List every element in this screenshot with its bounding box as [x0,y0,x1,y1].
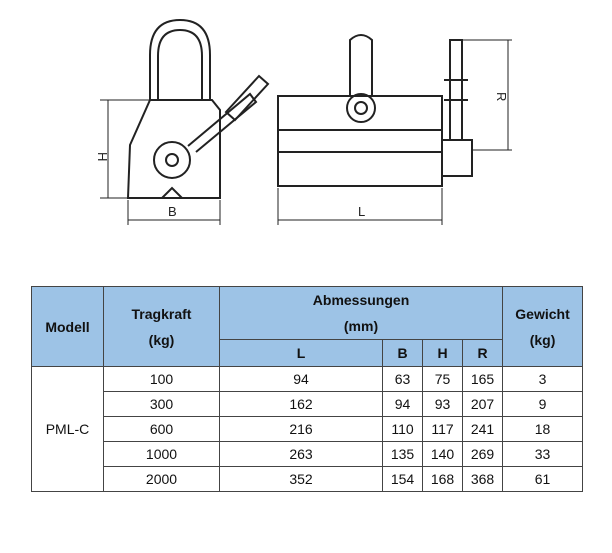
header-sub-H: H [422,339,463,367]
cell-H: 168 [422,466,463,492]
cell-R: 269 [461,441,504,467]
model-name: PML-C [31,366,104,492]
spec-table: Modell Tragkraft (kg) Abmessungen (mm) G… [31,286,584,492]
pivot-inner [165,153,179,167]
table-row: 1000 263 135 140 269 33 [32,441,584,467]
header-tragkraft: Tragkraft (kg) [103,286,220,367]
dim-label-H: H [95,152,110,161]
cell-B: 94 [382,391,423,417]
table-row: 300 162 94 93 207 9 [32,391,584,417]
cell-gewicht: 9 [502,391,584,417]
cell-tragkraft: 600 [103,416,220,442]
side-body [126,99,221,199]
cell-L: 216 [219,416,383,442]
cell-H: 75 [422,366,463,392]
header-abmessungen-unit: (mm) [343,318,379,334]
handle-grip [224,74,270,122]
table-row: 2000 352 154 168 368 61 [32,466,584,492]
front-body [277,95,443,187]
header-sub-B: B [382,339,423,367]
cell-L: 352 [219,466,383,492]
shackle [149,18,211,100]
cell-R: 165 [461,366,504,392]
side-dims [100,99,221,225]
table-row: PML-C 100 94 63 75 165 3 [31,366,584,492]
dim-label-B: B [168,204,177,219]
header-sub-R: R [461,339,504,367]
base-notch [161,186,183,199]
shackle-inner [157,28,203,100]
header-gewicht-label: Gewicht [515,305,570,322]
cell-B: 154 [382,466,423,492]
table-row: 600 216 110 117 241 18 [32,416,584,442]
cell-tragkraft: 2000 [103,466,220,492]
cell-L: 94 [219,366,383,392]
dim-label-L: L [358,204,365,219]
cell-H: 140 [422,441,463,467]
pivot-outer [153,141,191,179]
header-abmessungen-label: Abmessungen [312,292,410,308]
cell-tragkraft: 1000 [103,441,220,467]
header-gewicht: Gewicht (kg) [502,286,584,367]
dim-label-R: R [494,92,509,101]
front-handle [449,39,463,140]
front-view [277,34,473,187]
front-eye [349,34,373,97]
cell-gewicht: 33 [502,441,584,467]
cell-tragkraft: 100 [103,366,220,392]
header-abmessungen: Abmessungen (mm) [218,286,504,340]
cell-gewicht: 3 [502,366,584,392]
cell-B: 63 [382,366,423,392]
handle-arm [187,92,258,153]
cell-R: 207 [461,391,504,417]
front-lever [441,139,473,177]
header-tragkraft-unit: (kg) [148,331,175,348]
front-dims [277,39,512,225]
cell-B: 110 [382,416,423,442]
cell-B: 135 [382,441,423,467]
header-tragkraft-label: Tragkraft [131,305,192,322]
cell-H: 117 [422,416,463,442]
header-sub-L: L [219,339,383,367]
cell-L: 162 [219,391,383,417]
header-modell: Modell [31,286,104,367]
cell-tragkraft: 300 [103,391,220,417]
cell-R: 368 [461,466,504,492]
side-view [126,18,270,199]
cell-gewicht: 61 [502,466,584,492]
technical-drawing: H B L R [95,18,512,225]
cell-gewicht: 18 [502,416,584,442]
cell-R: 241 [461,416,504,442]
cell-L: 263 [219,441,383,467]
cell-H: 93 [422,391,463,417]
front-eye-ring [346,93,376,123]
header-gewicht-unit: (kg) [529,331,556,348]
